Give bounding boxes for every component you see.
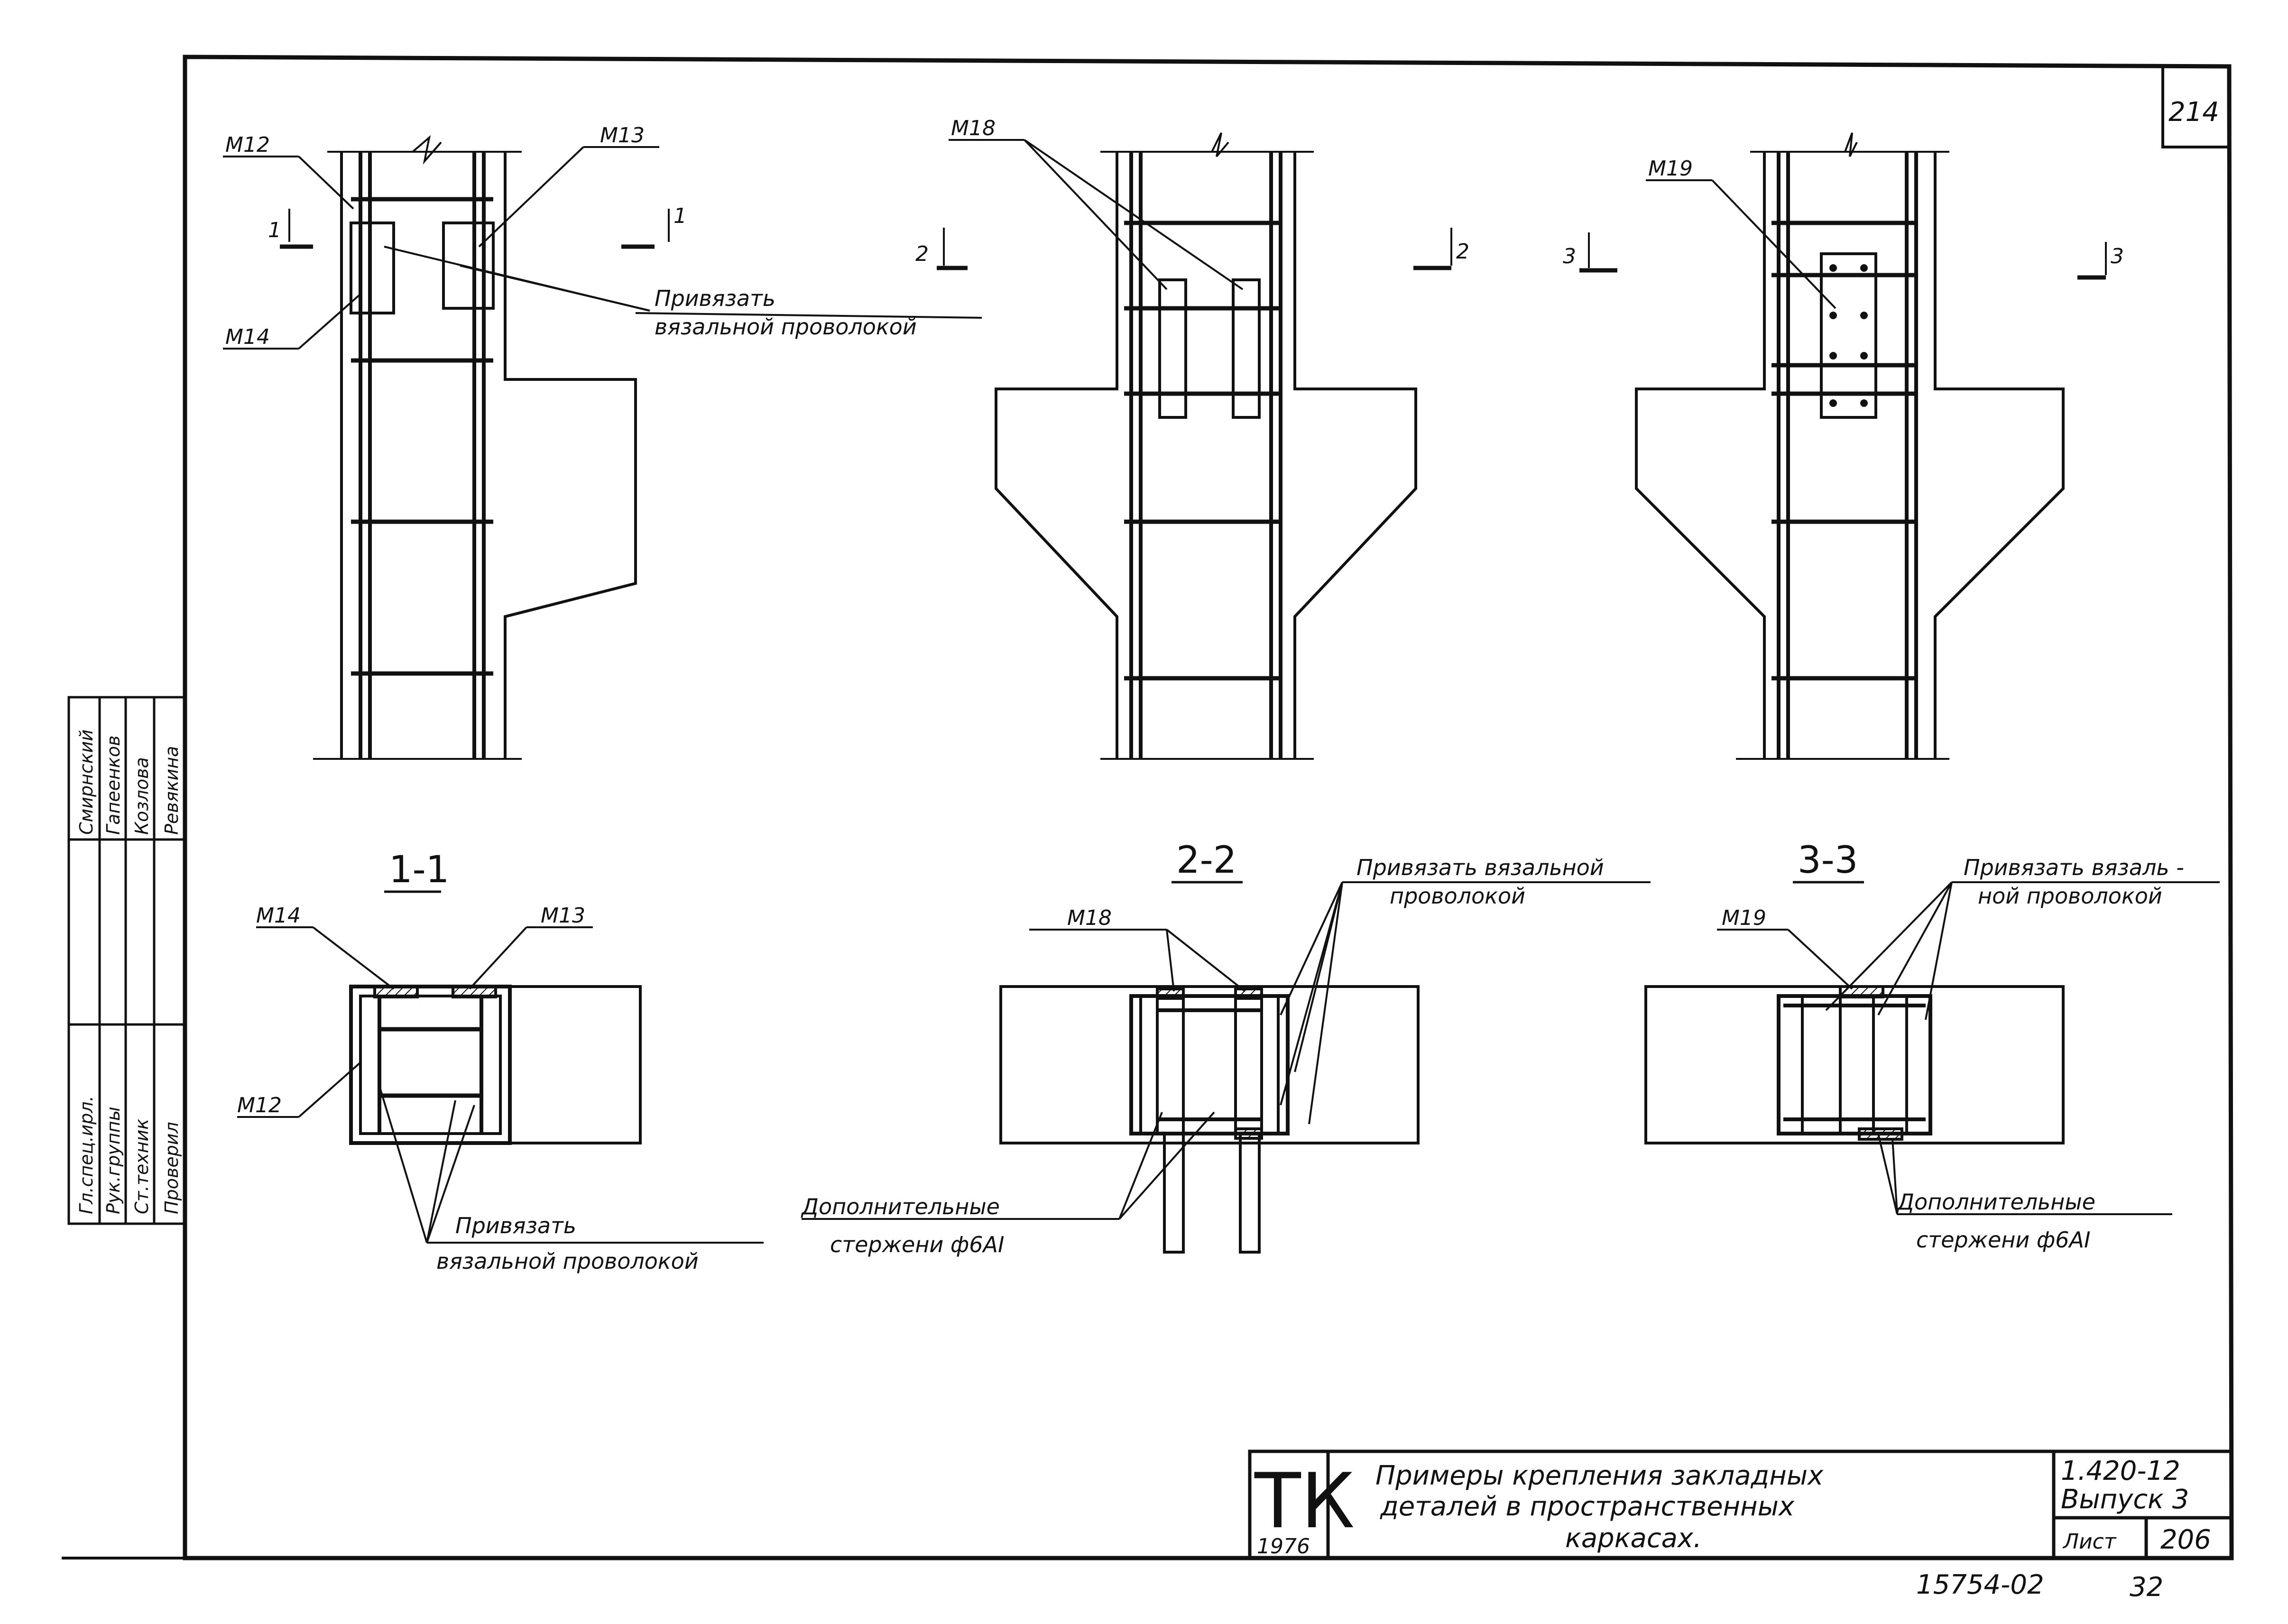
plate-m18-right [1232, 278, 1261, 419]
document-code: 1.420-12 [2061, 1456, 2180, 1486]
section1-note-a: Привязать [455, 1213, 576, 1238]
cut-mark-left: 1 [268, 218, 281, 242]
section3-label-m19: М19 [1722, 906, 1766, 930]
label-m12: М12 [225, 133, 270, 157]
section-1-1 [349, 985, 642, 1145]
section3-extra-b: стержени ф6АI [1916, 1227, 2091, 1253]
section3-extra-a: Дополнительные [1896, 1189, 2095, 1215]
section-3-3 [1644, 985, 2065, 1144]
cut-mark-right: 1 [673, 204, 687, 228]
title-line-3: каркасах. [1565, 1523, 1702, 1554]
section2-extra-a: Дополнительные [801, 1194, 1000, 1219]
section1-note-b: вязальной проволокой [436, 1248, 699, 1274]
section-title-3-3: 3-3 [1798, 839, 1858, 882]
note-tie-wire-1b: вязальной проволокой [655, 314, 917, 340]
section2-note-a: Привязать вязальной [1356, 855, 1604, 880]
section2-label-m18: М18 [1067, 906, 1112, 930]
sheet-number: 206 [2160, 1524, 2211, 1555]
section1-label-m13: М13 [541, 904, 585, 928]
stamp-role-1: Гл.спец.ирл. [76, 1096, 97, 1214]
elevation-view-2 [995, 132, 1417, 760]
title-line-1: Примеры крепления закладных [1375, 1460, 1824, 1491]
stamp-name-4: Ревякина [161, 746, 182, 835]
section-title-2-2: 2-2 [1176, 839, 1236, 882]
label-m19: М19 [1648, 157, 1693, 181]
section2-note-b: проволокой [1390, 883, 1525, 909]
plate-m19 [1820, 252, 1877, 419]
label-m14: М14 [225, 325, 270, 349]
side-stamp [67, 696, 186, 1225]
section-2-2 [999, 985, 1420, 1254]
section1-label-m14: М14 [256, 904, 301, 928]
elevation-view-3 [1635, 132, 2065, 760]
archive-code: 15754-02 [1916, 1569, 2044, 1600]
note-tie-wire-1a: Привязать [655, 286, 775, 311]
section3-note-b: ной проволокой [1978, 883, 2162, 909]
sheet-label: Лист [2062, 1530, 2117, 1554]
ties [351, 197, 493, 676]
stamp-role-2: Рук.группы [103, 1107, 124, 1214]
title-block-year: 1976 [1257, 1534, 1310, 1559]
title-line-2: деталей в пространственных [1380, 1491, 1795, 1522]
plate-m14 [350, 221, 395, 314]
stamp-name-2: Гапеенков [103, 735, 124, 835]
elevation-view-1 [313, 135, 637, 760]
column-outline [340, 152, 637, 759]
stamp-role-3: Ст.техник [131, 1119, 152, 1214]
section1-label-m12: М12 [237, 1093, 282, 1117]
stamp-name-1: Смирнский [76, 729, 97, 835]
corner-sheet-number: 214 [2168, 97, 2219, 128]
cut-mark-right-2: 2 [1456, 240, 1469, 264]
title-block [1248, 1449, 2233, 1560]
view2-leaders [937, 139, 1452, 290]
cut-mark-left-3: 3 [1563, 244, 1576, 268]
archive-page: 32 [2130, 1572, 2163, 1603]
section-title-1-1: 1-1 [389, 849, 449, 891]
stamp-role-4: Проверил [161, 1122, 182, 1214]
long-rebars [359, 152, 486, 759]
issue-number: Выпуск 3 [2061, 1484, 2189, 1515]
cut-mark-left-2: 2 [915, 242, 929, 266]
cut-mark-right-3: 3 [2111, 244, 2124, 268]
stamp-name-3: Козлова [131, 757, 152, 835]
title-block-logo: ТК [1254, 1457, 1355, 1545]
section3-note-a: Привязать вязаль - [1964, 855, 2184, 880]
view1-leaders [223, 146, 982, 350]
label-m18: М18 [951, 116, 996, 140]
view3-leaders [1579, 179, 2107, 309]
label-m13: М13 [600, 123, 645, 148]
section2-extra-b: стержени ф6АI [830, 1232, 1005, 1257]
plate-m18-left [1158, 278, 1187, 419]
plate-m13 [442, 221, 495, 310]
